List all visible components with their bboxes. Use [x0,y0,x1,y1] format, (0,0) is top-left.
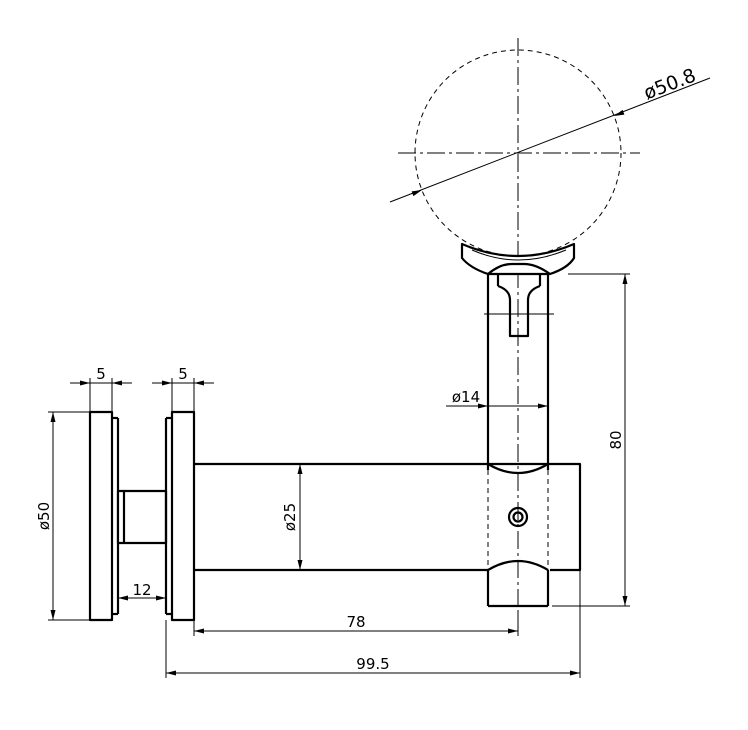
vertical-post [484,274,554,470]
saddle-inner-edge [471,249,567,261]
saddle-neck [487,262,551,275]
dim-spacer-length-label: 12 [132,581,151,599]
dim-spacer-length: 12 [118,581,166,601]
dim-post-height: 80 [552,273,630,607]
wall-flanges [88,410,196,622]
set-screw-inner [512,511,524,523]
dim-right-flange-thickness: 5 [152,365,214,412]
dimensions: 5 5 ø50 12 [35,64,711,678]
dim-arm-diameter: ø25 [281,464,303,570]
handrail-circle [414,49,622,257]
saddle [460,242,576,276]
horizontal-arm [194,462,582,608]
dim-handrail-diameter: ø50.8 [389,64,711,203]
saddle-body [460,242,576,276]
set-screw-outer [507,506,529,528]
dim-left-flange-thickness: 5 [70,365,132,412]
dim-flange-diameter: ø50 [35,411,90,621]
dim-right-flange-thickness-label: 5 [178,365,188,383]
handrail-profile [398,38,640,640]
arm-end-block [488,462,582,572]
dim-arm-diameter-label: ø25 [281,503,299,531]
right-flange [170,410,196,622]
dim-arm-length: 78 [193,610,519,636]
post-intersection-top [487,463,549,474]
dim-post-height-label: 80 [607,430,625,449]
post-intersection-bottom [487,560,549,571]
dim-handrail-diameter-label: ø50.8 [641,64,699,104]
post-slot [497,284,541,338]
dim-flange-diameter-label: ø50 [35,502,53,530]
dim-overall-length: 99.5 [165,570,581,678]
spacer [116,489,168,545]
dim-post-diameter: ø14 [446,388,548,409]
left-flange [88,410,114,622]
dim-left-flange-thickness-label: 5 [96,365,106,383]
dim-overall-length-label: 99.5 [356,655,389,673]
dim-post-diameter-label: ø14 [452,388,480,406]
dim-arm-length-label: 78 [346,613,365,631]
